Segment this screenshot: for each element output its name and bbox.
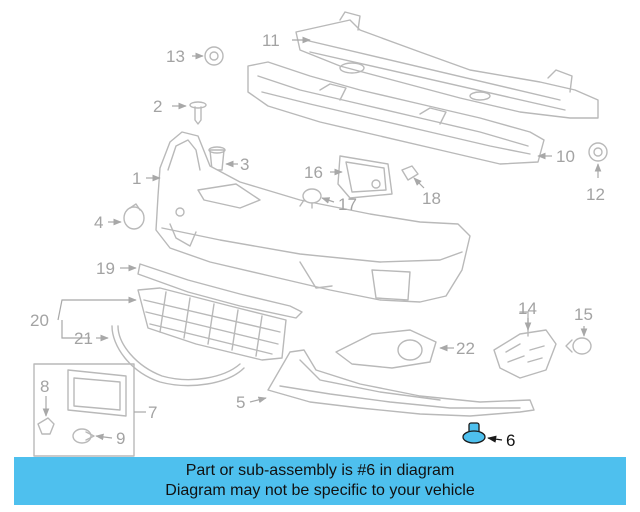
energy-absorber bbox=[247, 61, 545, 165]
callout-21: 21 bbox=[74, 329, 93, 348]
callout-14: 14 bbox=[518, 299, 537, 318]
callout-19: 19 bbox=[96, 259, 115, 278]
reinforcement-bar bbox=[295, 11, 599, 119]
callout-11: 11 bbox=[262, 31, 280, 50]
callout-9: 9 bbox=[116, 429, 125, 448]
clip-18 bbox=[401, 165, 419, 181]
sleeve-nut bbox=[208, 146, 226, 171]
callout-10: 10 bbox=[556, 147, 575, 166]
fog-lamp-bezel bbox=[335, 329, 437, 369]
clip-17 bbox=[299, 188, 322, 209]
callout-16: 16 bbox=[304, 163, 323, 182]
callout-8: 8 bbox=[40, 377, 49, 396]
grommet bbox=[204, 46, 224, 66]
license-bracket-group bbox=[33, 363, 135, 457]
molding-strip bbox=[137, 263, 303, 319]
tow-eye-cap bbox=[337, 155, 393, 199]
part-6-push-clip bbox=[462, 422, 486, 444]
banner-line-1: Part or sub-assembly is #6 in diagram bbox=[185, 462, 455, 479]
bracket-14 bbox=[493, 311, 557, 379]
callout-6: 6 bbox=[506, 431, 515, 450]
callout-2: 2 bbox=[153, 97, 162, 116]
push-clip bbox=[189, 101, 207, 125]
callout-12: 12 bbox=[586, 185, 605, 204]
tow-hook-cover bbox=[123, 203, 145, 230]
callout-5: 5 bbox=[236, 393, 245, 412]
callout-4: 4 bbox=[94, 213, 103, 232]
lower-grille bbox=[137, 287, 287, 361]
callout-3: 3 bbox=[240, 155, 249, 174]
callout-15: 15 bbox=[574, 305, 593, 324]
trim-strip bbox=[111, 325, 245, 387]
callout-20: 20 bbox=[30, 311, 49, 330]
info-banner: Part or sub-assembly is #6 in diagram Di… bbox=[14, 457, 626, 505]
bolt-12 bbox=[588, 142, 608, 162]
callout-17: 17 bbox=[338, 195, 357, 214]
screw-15 bbox=[565, 337, 592, 355]
callout-13: 13 bbox=[166, 47, 185, 66]
leader-lines bbox=[42, 36, 602, 443]
banner-line-2: Diagram may not be specific to your vehi… bbox=[165, 482, 475, 499]
bumper-cover bbox=[155, 131, 471, 303]
callout-18: 18 bbox=[422, 189, 441, 208]
callout-22: 22 bbox=[456, 339, 475, 358]
callout-7: 7 bbox=[148, 403, 157, 422]
spoiler-lip bbox=[267, 349, 535, 417]
callout-1: 1 bbox=[132, 169, 141, 188]
